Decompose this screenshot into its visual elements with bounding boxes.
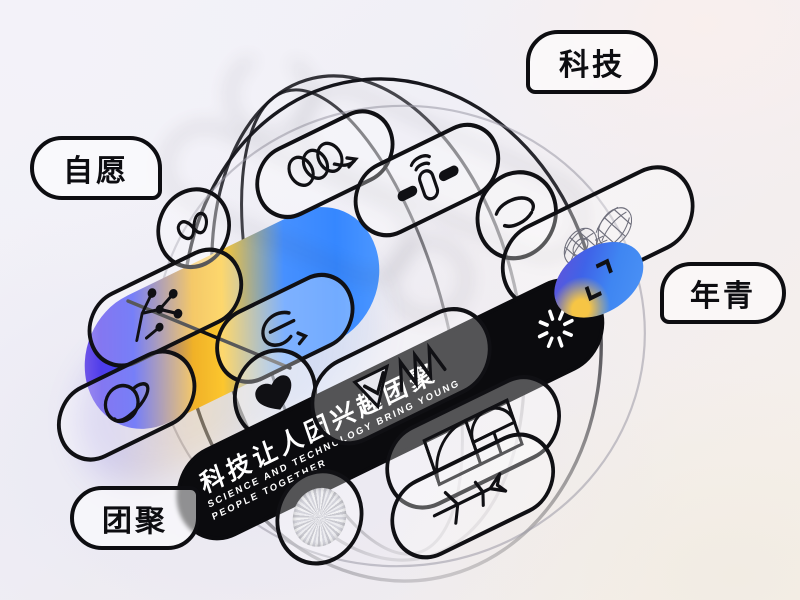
pill-row-banner: 科技让人因兴趣团聚 SCIENCE AND TECHNOLOGY BRING Y…	[164, 262, 617, 557]
pill-crop-frame[interactable]	[544, 227, 653, 333]
starburst-icon	[530, 299, 582, 357]
tag-tuanju[interactable]: 团聚	[70, 486, 200, 550]
pill-saturn[interactable]	[46, 336, 207, 475]
pill-triangle-wave[interactable]	[298, 292, 504, 461]
tag-nianqing-label: 年青	[690, 279, 756, 314]
heart-blob-icon	[248, 367, 301, 421]
pill-spiral-wave[interactable]	[245, 97, 405, 232]
metal-disc-icon	[285, 478, 354, 557]
triangle-wave-icon	[342, 326, 460, 427]
spiral-wave-icon	[279, 124, 371, 204]
tag-ziyuan[interactable]: 自愿	[30, 136, 162, 200]
crop-frame-icon	[575, 255, 622, 305]
tag-keji-label: 科技	[559, 48, 625, 83]
pill-row-1	[145, 94, 405, 283]
pill-row-3	[45, 155, 570, 479]
banner-pill[interactable]: 科技让人因兴趣团聚 SCIENCE AND TECHNOLOGY BRING Y…	[164, 262, 617, 557]
tag-tuanju-label: 团聚	[102, 504, 168, 539]
pill-golden-spiral[interactable]	[373, 360, 573, 524]
pill-satellite[interactable]	[343, 110, 511, 250]
infinity-icon	[169, 204, 218, 252]
tag-keji[interactable]: 科技	[526, 30, 658, 94]
tag-ziyuan-label: 自愿	[63, 154, 129, 189]
golden-spiral-icon	[417, 392, 529, 493]
pill-row-2	[77, 109, 511, 381]
arrow-loop-icon	[244, 289, 326, 367]
crescent-icon	[488, 185, 546, 245]
pill-row-6	[298, 218, 656, 461]
pill-heart-blob[interactable]	[221, 333, 330, 456]
pill-row-7	[263, 357, 574, 582]
pill-infinity[interactable]	[145, 173, 242, 283]
airplane-icon	[423, 453, 523, 538]
pill-network-node[interactable]	[77, 234, 254, 381]
pill-airplane[interactable]	[379, 418, 566, 574]
tag-nianqing[interactable]: 年青	[660, 262, 786, 324]
pill-row-8	[379, 418, 566, 574]
satellite-icon	[384, 138, 470, 223]
saturn-planet-icon	[86, 365, 168, 446]
pill-crescent[interactable]	[463, 155, 570, 276]
network-node-icon	[116, 264, 215, 352]
pill-arrow-loop[interactable]	[205, 260, 365, 397]
